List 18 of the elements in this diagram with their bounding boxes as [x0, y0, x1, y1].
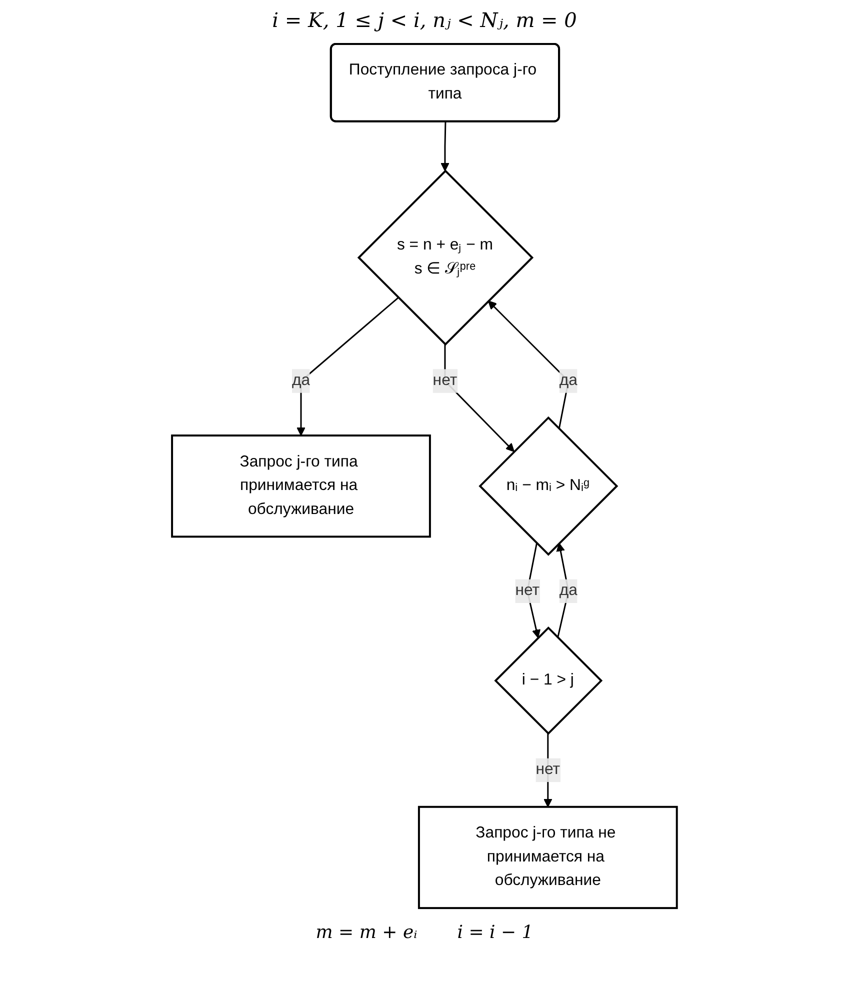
edge-label: да: [292, 372, 310, 389]
edge-label: нет: [432, 372, 458, 389]
edge-label: да: [559, 582, 578, 600]
arrow: [556, 542, 570, 638]
formula-note: i = i − 1: [457, 922, 534, 943]
edge-label: нет: [515, 582, 540, 600]
edge-label: да: [559, 372, 578, 389]
edge-label: нет: [536, 761, 560, 778]
arrow: [488, 300, 570, 430]
node-box: Запрос j-го типа не принимается на обслуживание: [418, 806, 678, 910]
arrow: [440, 122, 450, 172]
node-diamond: nᵢ − mᵢ > Nᵢᵍ: [478, 416, 618, 556]
node-diamond: i − 1 > j: [494, 626, 603, 735]
arrow: [296, 297, 399, 436]
formula-note: m = m + eᵢ: [316, 922, 418, 943]
diagram-title: i = K, 1 ≤ j < i, nⱼ < Nⱼ, m = 0: [271, 8, 578, 32]
node-diamond: s = n + eⱼ − m s ∈ 𝒮ⱼᵖʳᵉ: [357, 170, 534, 346]
node-box: Запрос j-го типа принимается на обслуживание: [171, 434, 431, 538]
